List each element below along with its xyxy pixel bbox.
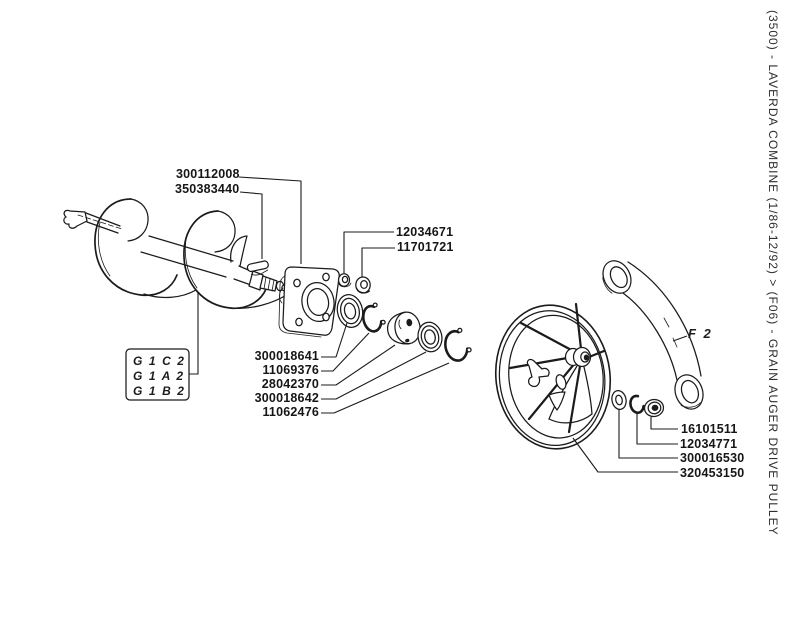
belt-arm-drawing — [602, 260, 704, 410]
belt-reference-label[interactable]: F 2 — [688, 326, 713, 341]
part-label-circlip-outer[interactable]: 11062476 — [262, 405, 319, 419]
nut-small-drawing — [337, 273, 352, 288]
washer-drawing — [611, 389, 627, 411]
reference-box-row[interactable]: G 1 C 2 — [133, 354, 186, 368]
circlip-inner-drawing — [362, 302, 386, 333]
reference-box: G 1 C 2 G 1 A 2 G 1 B 2 — [125, 348, 190, 401]
spacer-hub-drawing — [386, 311, 421, 345]
part-label-shaft-key[interactable]: 350383440 — [175, 182, 239, 196]
part-label-nut-large[interactable]: 11701721 — [397, 240, 454, 254]
shaft-key-drawing — [246, 260, 269, 276]
auger-drawing — [63, 198, 289, 310]
part-label-bearing-inner[interactable]: 300018641 — [255, 349, 319, 363]
breadcrumb: (3500) - LAVERDA COMBINE (1/86-12/92) > … — [766, 10, 780, 536]
nut-large-drawing — [355, 276, 371, 294]
part-label-lock-washer[interactable]: 12034771 — [680, 437, 737, 451]
flange-housing-drawing — [278, 266, 340, 338]
reference-box-row[interactable]: G 1 B 2 — [133, 384, 186, 398]
circlip-outer-drawing — [444, 327, 472, 362]
part-label-nut-small[interactable]: 12034671 — [396, 225, 453, 239]
reference-box-row[interactable]: G 1 A 2 — [133, 369, 185, 383]
part-label-circlip-inner[interactable]: 11069376 — [262, 363, 319, 377]
lock-washer-drawing — [629, 394, 645, 415]
pulley-drawing — [494, 302, 612, 450]
part-label-pulley-nut[interactable]: 16101511 — [681, 422, 738, 436]
part-label-pulley[interactable]: 320453150 — [680, 466, 744, 480]
part-label-washer[interactable]: 300016530 — [680, 451, 744, 465]
part-label-flange-housing[interactable]: 300112008 — [176, 167, 240, 181]
part-label-spacer-hub[interactable]: 28042370 — [262, 377, 319, 391]
part-label-bearing-outer[interactable]: 300018642 — [255, 391, 319, 405]
bearing-outer-drawing — [417, 321, 443, 353]
pulley-clip-drawing — [526, 358, 550, 388]
leader-lines — [189, 176, 688, 473]
bearing-inner-drawing — [336, 294, 364, 328]
pulley-nut-drawing — [643, 398, 665, 418]
